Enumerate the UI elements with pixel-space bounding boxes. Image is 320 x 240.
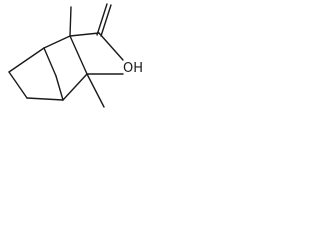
bond-carbonyl-double-1 bbox=[96, 3, 108, 36]
bond-carbonyl-double-2 bbox=[100, 4, 112, 37]
bond-c2-c3 bbox=[69, 35, 88, 75]
bond-c5-c6 bbox=[8, 71, 28, 99]
bond-c2-carboxyl-carbon bbox=[69, 32, 100, 37]
bond-carboxyl-oh bbox=[98, 32, 124, 61]
bond-methyl-c3-b bbox=[86, 73, 105, 108]
bond-c7-c4 bbox=[55, 75, 64, 101]
bond-c1-c7 bbox=[43, 47, 57, 77]
bond-c3-c4 bbox=[62, 73, 88, 101]
bond-c6-c1 bbox=[8, 47, 45, 73]
bond-c4-c5 bbox=[26, 97, 64, 101]
bond-c1-c2 bbox=[43, 35, 71, 49]
chemical-structure: OH bbox=[8, 3, 143, 108]
hydroxyl-label: OH bbox=[123, 61, 143, 76]
bond-methyl-c2 bbox=[69, 6, 72, 37]
